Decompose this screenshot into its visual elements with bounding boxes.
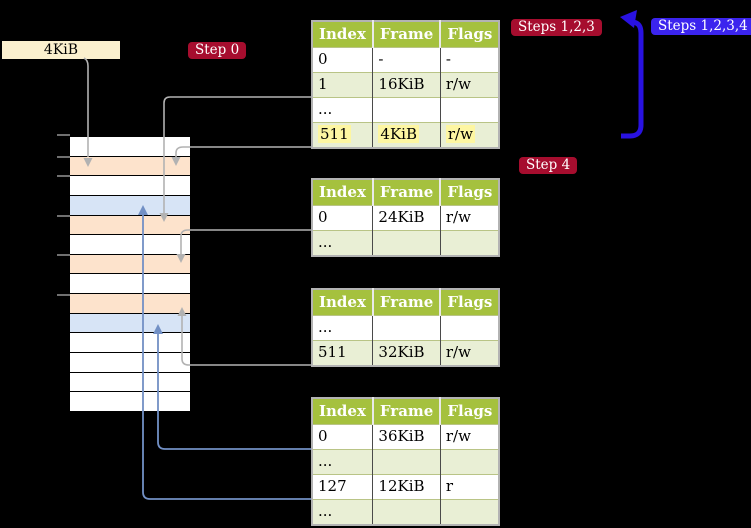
cell-index: ... bbox=[312, 315, 373, 341]
cell-frame: 24KiB bbox=[372, 205, 441, 231]
table-header-row: Index Frame Flags bbox=[312, 21, 500, 48]
page-table-2: Index Frame Flags 0 24KiB r/w ... bbox=[311, 178, 501, 257]
memory-frame-row-blue bbox=[70, 194, 190, 215]
header-index: Index bbox=[312, 398, 373, 425]
cell-flags: r/w bbox=[439, 205, 500, 231]
memory-frame-row-white bbox=[70, 371, 190, 392]
cell-index: ... bbox=[312, 230, 373, 256]
header-flags: Flags bbox=[439, 21, 500, 48]
cell-index: 0 bbox=[312, 47, 373, 73]
cell-index: ... bbox=[312, 97, 373, 123]
table-row: 0 36KiB r/w bbox=[312, 424, 500, 450]
table-row: ... bbox=[312, 315, 500, 341]
badge-step4: Step 4 bbox=[519, 157, 578, 174]
memory-frame-row-orange bbox=[70, 253, 190, 274]
header-index: Index bbox=[312, 179, 373, 206]
header-frame: Frame bbox=[371, 398, 441, 425]
cell-frame bbox=[372, 499, 441, 525]
arrow-table1-entry511-to-frame4-recursive bbox=[171, 146, 366, 166]
table-header-row: Index Frame Flags bbox=[312, 398, 500, 425]
table-row: ... bbox=[312, 449, 500, 475]
table-row: ... bbox=[312, 97, 500, 123]
badge-step0: Step 0 bbox=[188, 42, 247, 59]
cell-frame: 16KiB bbox=[372, 72, 441, 98]
cell-frame: - bbox=[372, 47, 441, 73]
cell-frame: 36KiB bbox=[372, 424, 441, 450]
cell-index: 511 bbox=[312, 122, 373, 148]
memory-frame-row-white bbox=[70, 332, 190, 353]
cell-flags: r/w bbox=[439, 424, 500, 450]
table-row: 0 24KiB r/w bbox=[312, 205, 500, 231]
cell-flags bbox=[439, 315, 500, 341]
cell-index: 0 bbox=[312, 205, 373, 231]
page-table-3: Index Frame Flags ... 511 32KiB r/w bbox=[311, 288, 501, 367]
memory-frame-row-white bbox=[70, 175, 190, 195]
cell-flags: r bbox=[439, 474, 500, 500]
table-row: ... bbox=[312, 230, 500, 256]
table-header-row: Index Frame Flags bbox=[312, 289, 500, 316]
cell-frame bbox=[372, 449, 441, 475]
header-flags: Flags bbox=[439, 289, 500, 316]
cell-flags bbox=[439, 499, 500, 525]
cell-frame bbox=[372, 97, 441, 123]
header-frame: Frame bbox=[371, 289, 441, 316]
memory-frame-row-blue bbox=[70, 312, 190, 333]
cell-flags: - bbox=[439, 47, 500, 73]
cell-flags: r/w bbox=[439, 122, 500, 148]
memory-frame-row-orange bbox=[70, 293, 190, 313]
header-flags: Flags bbox=[439, 179, 500, 206]
physical-memory-column bbox=[70, 137, 190, 411]
header-flags: Flags bbox=[439, 398, 500, 425]
cell-index: 127 bbox=[312, 474, 373, 500]
badge-steps-1234: Steps 1,2,3,4 bbox=[651, 18, 751, 35]
header-frame: Frame bbox=[371, 179, 441, 206]
recursive-loop-arrow bbox=[620, 10, 644, 139]
table-row: 127 12KiB r bbox=[312, 474, 500, 500]
cell-flags bbox=[439, 97, 500, 123]
cell-index: ... bbox=[312, 449, 373, 475]
cell-frame: 4KiB bbox=[372, 122, 441, 148]
header-index: Index bbox=[312, 289, 373, 316]
cell-frame bbox=[372, 230, 441, 256]
table-row: 0 - - bbox=[312, 47, 500, 73]
memory-frame-row-white bbox=[70, 137, 190, 156]
cell-frame: 12KiB bbox=[372, 474, 441, 500]
table-row: 511 32KiB r/w bbox=[312, 340, 500, 366]
memory-frame-row-white bbox=[70, 352, 190, 372]
table-header-row: Index Frame Flags bbox=[312, 179, 500, 206]
cell-index: ... bbox=[312, 499, 373, 525]
memory-address-ticks bbox=[57, 134, 70, 296]
cell-flags: r/w bbox=[439, 340, 500, 366]
page-table-4: Index Frame Flags 0 36KiB r/w ... 127 12… bbox=[311, 397, 501, 526]
cell-flags bbox=[439, 449, 500, 475]
cell-index: 1 bbox=[312, 72, 373, 98]
memory-frame-row-orange bbox=[70, 155, 190, 176]
badge-steps-123: Steps 1,2,3 bbox=[511, 19, 602, 36]
memory-frame-row-orange bbox=[70, 214, 190, 235]
table-row: 1 16KiB r/w bbox=[312, 72, 500, 98]
header-frame: Frame bbox=[371, 21, 441, 48]
memory-frame-row-white bbox=[70, 391, 190, 411]
memory-frame-row-white bbox=[70, 273, 190, 294]
table-row: ... bbox=[312, 499, 500, 525]
cell-frame: 32KiB bbox=[372, 340, 441, 366]
page-table-1: Index Frame Flags 0 - - 1 16KiB r/w ... bbox=[311, 20, 501, 149]
frame-4kib-label: 4KiB bbox=[2, 41, 120, 59]
header-index: Index bbox=[312, 21, 373, 48]
cell-flags: r/w bbox=[439, 72, 500, 98]
cell-frame bbox=[372, 315, 441, 341]
cell-index: 511 bbox=[312, 340, 373, 366]
table-row-highlighted: 511 4KiB r/w bbox=[312, 122, 500, 148]
cell-flags bbox=[439, 230, 500, 256]
cell-index: 0 bbox=[312, 424, 373, 450]
memory-frame-row-white bbox=[70, 234, 190, 254]
